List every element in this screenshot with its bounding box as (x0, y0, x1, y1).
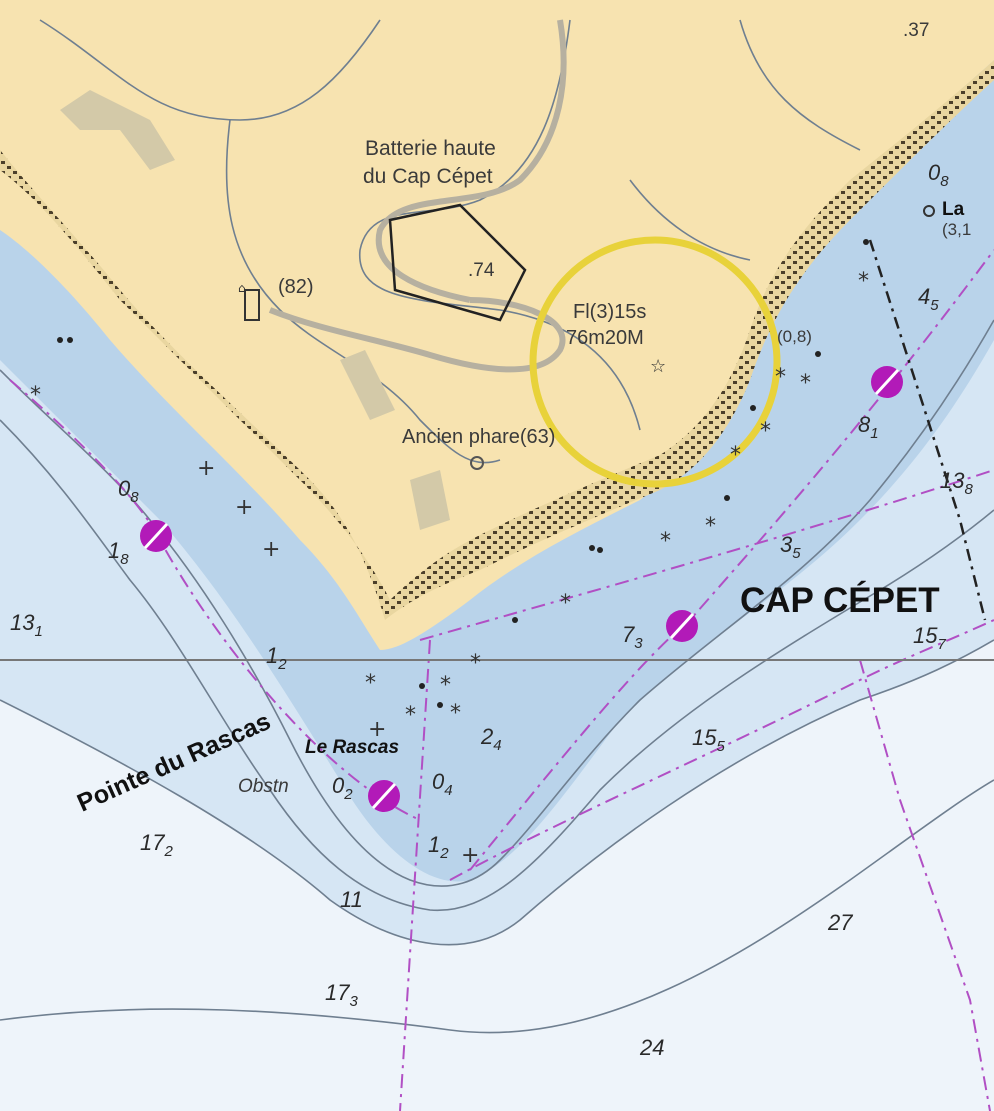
sounding-45: 45 (918, 284, 939, 314)
svg-text:*: * (560, 591, 571, 616)
light-characteristic: Fl(3)15s (573, 301, 646, 323)
svg-text:+: + (262, 537, 280, 562)
sounding-12-b: 12 (428, 832, 449, 862)
building-shape-s (410, 470, 450, 530)
svg-text:+: + (235, 495, 253, 520)
sounding-12-a: 12 (266, 643, 287, 673)
old-lighthouse-label: Ancien phare(63) (402, 426, 555, 448)
building-shape-nw (60, 90, 175, 170)
land-area (0, 0, 994, 650)
light-highlight-circle (529, 236, 781, 488)
building-shape-mid (340, 350, 395, 420)
buoy-right (871, 366, 903, 398)
obstn-depth-partial: (3,1 (942, 220, 971, 239)
svg-text:*: * (450, 701, 461, 726)
buoy-rascas (368, 780, 400, 812)
sounding-27: 27 (827, 910, 853, 935)
road-2 (375, 19, 567, 303)
sounding-11: 11 (340, 887, 363, 912)
sounding-81: 81 (858, 412, 879, 442)
route-line-2 (449, 619, 994, 881)
sounding-73: 73 (622, 622, 643, 652)
contour-land-1 (39, 19, 381, 121)
dot-symbols (57, 239, 869, 708)
buoy-mid (666, 610, 698, 642)
black-dash-line (868, 239, 987, 621)
svg-text:*: * (705, 514, 716, 539)
sounding-08-top: 08 (928, 160, 949, 190)
lighthouse-icon: ⌂ (238, 281, 260, 321)
svg-text:*: * (800, 371, 811, 396)
contour-20m (0, 779, 994, 1034)
svg-text:*: * (365, 671, 376, 696)
svg-text:+: + (368, 717, 386, 742)
sounding-04: 04 (432, 769, 453, 799)
battery-label-line1: Batterie haute (365, 137, 496, 160)
sounding-131: 131 (10, 610, 43, 640)
buoy-left (140, 520, 172, 552)
svg-text:*: * (30, 383, 41, 408)
sounding-138: 138 (940, 468, 973, 498)
buoy-markers (140, 366, 903, 812)
sounding-08-left: 08 (118, 476, 139, 506)
la-marker-icon (923, 205, 935, 217)
light-ref-label: (82) (278, 276, 314, 298)
soundings: 08 45 81 138 35 157 73 131 08 18 12 24 1… (10, 160, 973, 1060)
rock-depth-label: (0,8) (777, 327, 812, 346)
svg-text:*: * (760, 419, 771, 444)
svg-text:*: * (405, 703, 416, 728)
contour-5m (0, 419, 994, 912)
sounding-24-deep: 24 (639, 1035, 664, 1060)
svg-text:+: + (461, 843, 479, 868)
battery-label-line2: du Cap Cépet (363, 165, 493, 188)
svg-text:*: * (730, 443, 741, 468)
route-line-5 (399, 639, 431, 1111)
sounding-157: 157 (913, 623, 946, 653)
svg-text:*: * (775, 365, 786, 390)
sounding-173: 173 (325, 980, 358, 1010)
sounding-35: 35 (780, 532, 801, 562)
sounding-24: 24 (480, 724, 502, 754)
rock-name: Le Rascas (305, 737, 399, 758)
svg-text:*: * (440, 673, 451, 698)
route-line-3 (469, 249, 994, 871)
cape-name: CAP CÉPET (740, 580, 940, 620)
contour-land-3 (225, 119, 501, 464)
route-line-4 (419, 469, 994, 641)
sounding-172: 172 (140, 830, 173, 860)
sounding-18: 18 (108, 538, 129, 568)
contour-land-5 (629, 179, 751, 261)
svg-text:*: * (470, 651, 481, 676)
rock-symbols: * * * * * * * * * * * * * * + + + + + (30, 269, 869, 868)
route-line-1 (9, 379, 421, 821)
route-line-6 (859, 659, 991, 1111)
svg-text:*: * (858, 269, 869, 294)
sounding-02: 02 (332, 773, 353, 803)
svg-text:*: * (660, 529, 671, 554)
battery-outline (388, 203, 527, 322)
elevation-37: .37 (903, 20, 929, 41)
contour-land-4 (739, 19, 861, 151)
contour-10m (0, 639, 994, 946)
old-lighthouse-icon (470, 456, 484, 470)
svg-text:⌂: ⌂ (238, 281, 246, 295)
svg-text:+: + (197, 456, 215, 481)
la-label: La (942, 199, 965, 220)
light-star-icon: ☆ (650, 356, 666, 377)
obstn-label: Obstn (238, 776, 289, 797)
elevation-74: .74 (468, 260, 495, 281)
light-range: 76m20M (566, 327, 644, 349)
sounding-155: 155 (692, 725, 725, 755)
